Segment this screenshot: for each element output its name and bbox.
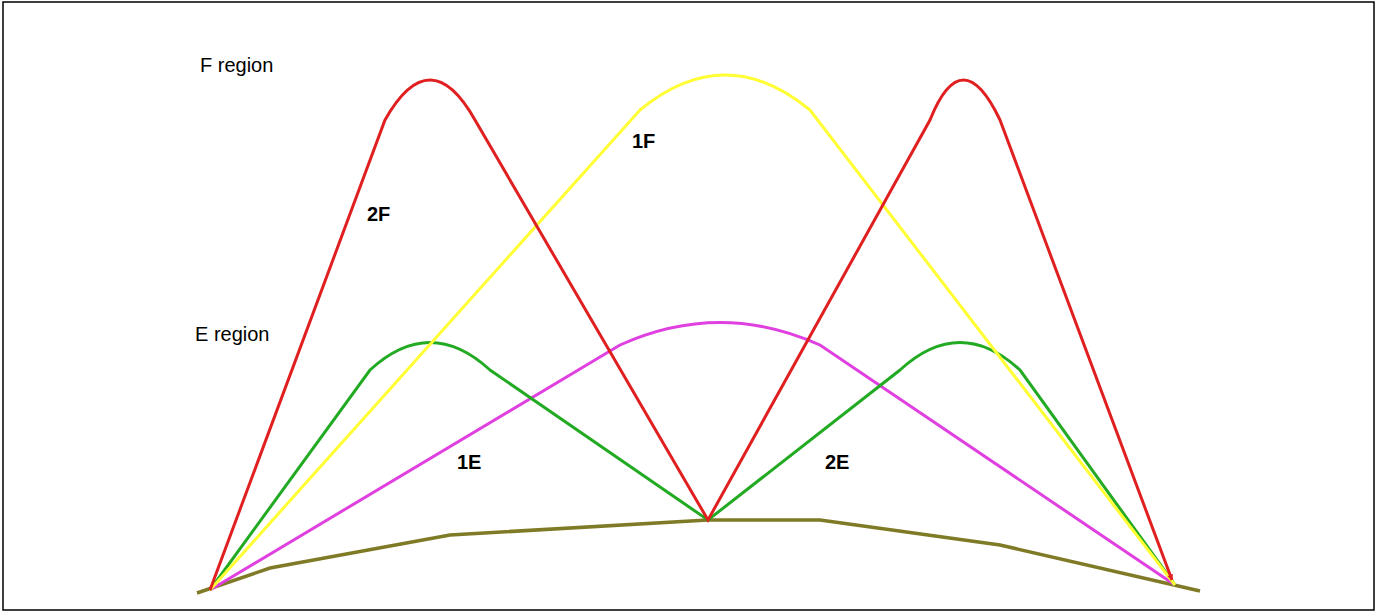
ground-line	[197, 520, 1200, 593]
ray-2e	[210, 343, 1175, 591]
ray-1e	[210, 323, 1175, 591]
region-label: F region	[198, 54, 275, 77]
frame-border	[3, 2, 1374, 610]
band-fill	[195, 296, 1200, 440]
band-fill	[195, 35, 1200, 175]
ionosphere-band: E region	[190, 290, 1210, 450]
mode-label: 1E	[455, 451, 483, 474]
region-label: E region	[193, 323, 272, 346]
band-shape	[190, 290, 1210, 450]
mode-label: 2E	[823, 451, 851, 474]
ray-1f	[210, 75, 1175, 590]
mode-label: 2F	[365, 203, 392, 226]
ray-2f	[210, 80, 1172, 590]
band-shape	[190, 30, 1210, 180]
ionosphere-band: F region	[190, 30, 1210, 180]
mode-label: 1F	[630, 130, 657, 153]
